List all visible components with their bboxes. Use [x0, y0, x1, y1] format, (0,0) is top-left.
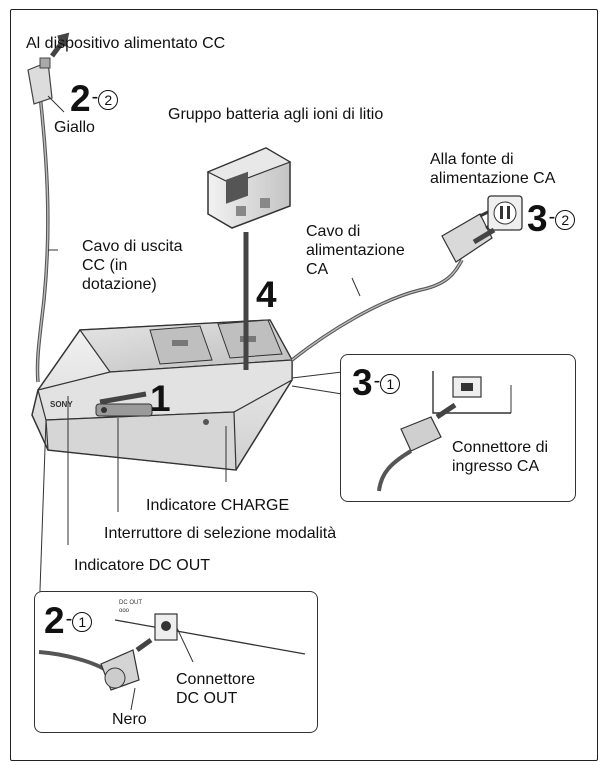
- label-black: Nero: [112, 711, 147, 728]
- charger-unit: [31, 319, 293, 471]
- step-number: 2: [44, 600, 65, 641]
- step-dash: -: [91, 86, 99, 108]
- label-dc-device: Al dispositivo alimentato CC: [26, 35, 226, 52]
- label-dcout-indicator: Indicatore DC OUT: [74, 557, 211, 574]
- step-circle: 2: [555, 210, 576, 230]
- step-dash: -: [65, 608, 73, 630]
- arrow-mode-switch-icon: [99, 391, 147, 405]
- label-ac-connector: Connettore di ingresso CA: [452, 439, 549, 475]
- brand-logo: SONY: [50, 400, 73, 409]
- inset-ac-connector: [340, 354, 576, 502]
- label-mode-switch: Interruttore di selezione modalità: [104, 525, 337, 542]
- label-battery: Gruppo batteria agli ioni di litio: [168, 106, 384, 123]
- step-2-1: 2-1: [44, 600, 93, 641]
- arrow-dc-up-icon: [50, 32, 70, 58]
- dc-plug-yellow: [27, 57, 53, 105]
- step-4: 4: [256, 274, 277, 315]
- step-1: 1: [150, 378, 171, 419]
- step-number: 3: [527, 198, 548, 239]
- step-3-1: 3-1: [352, 362, 401, 403]
- wall-outlet: [487, 195, 523, 231]
- step-dash: -: [548, 206, 556, 228]
- step-circle: 1: [380, 374, 401, 394]
- label-dc-cable: Cavo di uscita CC (in dotazione): [82, 238, 183, 293]
- label-ac-cable: Cavo di alimentazione CA: [306, 223, 405, 278]
- label-dcout-connector: Connettore DC OUT: [176, 671, 256, 707]
- step-circle: 1: [72, 612, 93, 632]
- step-3-2: 3-2: [527, 198, 576, 239]
- figure-frame: [10, 9, 598, 761]
- svg-text:DC OUT: DC OUT: [119, 600, 142, 606]
- step-number: 3: [352, 362, 373, 403]
- step-circle: 2: [98, 90, 119, 110]
- arrow-ac-plug-icon: [472, 227, 496, 245]
- battery-pack: [206, 147, 292, 229]
- dc-out-illustration: DC OUT ooo: [38, 600, 306, 711]
- label-charge-indicator: Indicatore CHARGE: [146, 497, 290, 514]
- step-dash: -: [373, 370, 381, 392]
- label-ac-source: Alla fonte di alimentazione CA: [430, 151, 556, 187]
- step-number: 2: [70, 78, 91, 119]
- step-2-2: 2-2: [70, 78, 119, 119]
- svg-text:ooo: ooo: [119, 608, 130, 614]
- ac-inlet-illustration: [377, 371, 512, 492]
- label-yellow: Giallo: [54, 119, 95, 136]
